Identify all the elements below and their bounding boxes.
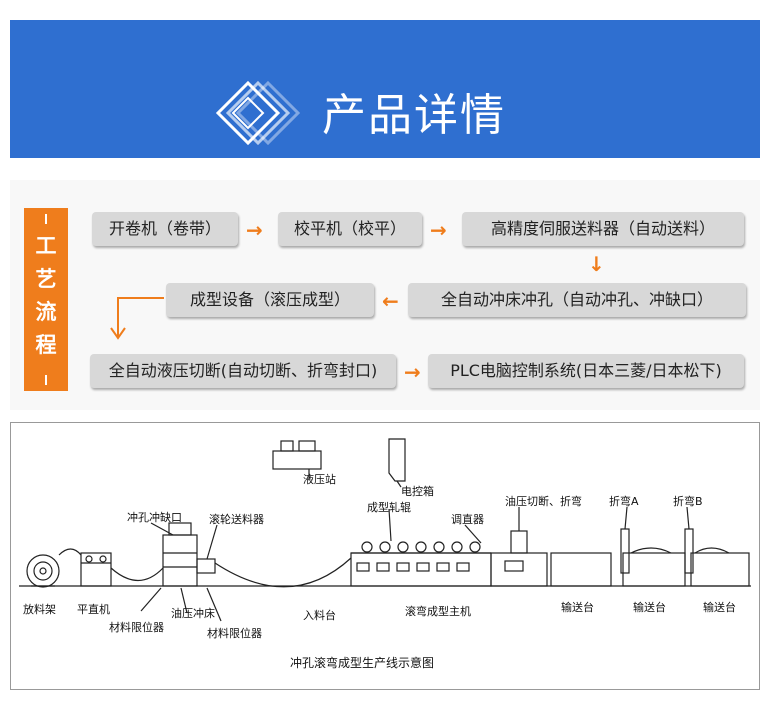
cut-bend-label: 油压切断、折弯 xyxy=(505,495,582,508)
step-forming: 成型设备（滚压成型） xyxy=(166,283,374,317)
machine-drawing xyxy=(19,438,751,622)
diamond-logo-icon xyxy=(216,80,301,146)
process-side-text: 工 艺 流 程 xyxy=(24,230,68,362)
header-banner: 产品详情 xyxy=(10,20,760,158)
forming-rolls-label: 成型轧辊 xyxy=(367,501,411,514)
step-decoiler: 开卷机（卷带） xyxy=(92,212,238,246)
process-side-label: 工 艺 流 程 xyxy=(24,208,68,391)
divider xyxy=(45,214,47,224)
arrow-right-icon: → xyxy=(246,218,263,242)
conveyor-label-3: 输送台 xyxy=(703,601,736,614)
main-machine-label: 滚弯成型主机 xyxy=(405,605,471,618)
side-char: 程 xyxy=(35,333,57,357)
diagram-caption: 冲孔滚弯成型生产线示意图 xyxy=(290,656,435,670)
arrow-left-icon: ← xyxy=(382,289,399,313)
step-hydraulic-cut: 全自动液压切断(自动切断、折弯封口) xyxy=(90,354,396,388)
limiter-label-2: 材料限位器 xyxy=(207,627,262,640)
roller-feeder-label: 滚轮送料器 xyxy=(209,513,264,526)
step-punch: 全自动冲床冲孔（自动冲孔、冲缺口） xyxy=(408,283,746,317)
leveler-label: 平直机 xyxy=(77,603,110,616)
side-char: 艺 xyxy=(35,267,57,291)
infeed-table-label: 入料台 xyxy=(303,609,336,622)
side-char: 工 xyxy=(35,234,57,258)
production-line-diagram: 液压站 电控箱 成型轧辊 油压切断、折弯 折弯A 折弯B 冲孔冲缺口 滚轮送料器… xyxy=(10,422,760,690)
straightener-label: 调直器 xyxy=(451,513,484,526)
folder-a-label: 折弯A xyxy=(609,495,639,508)
hydraulic-station-label: 液压站 xyxy=(303,473,336,486)
step-leveler: 校平机（校平） xyxy=(278,212,422,246)
step-plc: PLC电脑控制系统(日本三菱/日本松下) xyxy=(428,354,744,388)
page-title: 产品详情 xyxy=(322,90,506,141)
punch-notch-label: 冲孔冲缺口 xyxy=(127,511,182,524)
elbow-arrow-icon xyxy=(110,297,164,340)
arrow-down-icon: ↓ xyxy=(588,252,605,276)
step-servo-feeder: 高精度伺服送料器（自动送料） xyxy=(462,212,744,246)
arrow-right-icon: → xyxy=(404,360,421,384)
oil-press-label: 油压冲床 xyxy=(171,607,215,620)
folder-b-label: 折弯B xyxy=(673,495,703,508)
control-box-label: 电控箱 xyxy=(401,485,434,498)
side-char: 流 xyxy=(35,300,57,324)
conveyor-label-2: 输送台 xyxy=(633,601,666,614)
divider xyxy=(45,375,47,385)
conveyor-label-1: 输送台 xyxy=(561,601,594,614)
decoiler-label: 放料架 xyxy=(23,603,56,616)
limiter-label-1: 材料限位器 xyxy=(109,621,164,634)
arrow-right-icon: → xyxy=(430,218,447,242)
